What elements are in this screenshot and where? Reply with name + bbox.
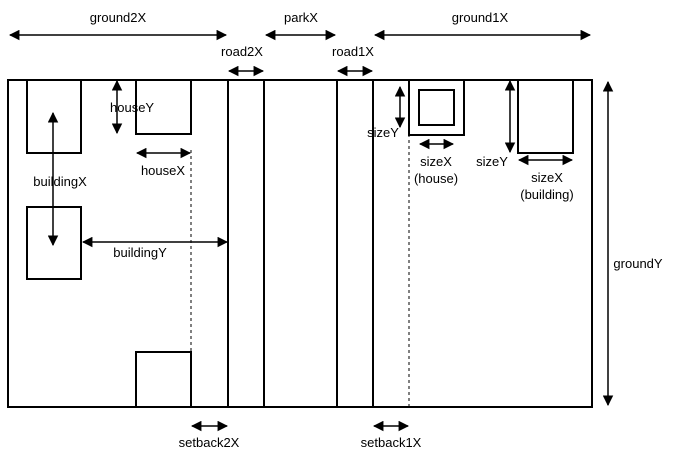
house-bottom-left: [135, 351, 192, 408]
label-road2X: road2X: [221, 44, 263, 59]
building-top-left: [26, 79, 82, 154]
label-ground1X: ground1X: [452, 10, 509, 25]
house-right: [418, 89, 455, 126]
label-sizeY-building: sizeY: [476, 154, 508, 169]
label-buildingX: buildingX: [33, 174, 87, 189]
house-lot-right: [408, 79, 465, 136]
building-mid-left: [26, 206, 82, 280]
label-sizeX-house: sizeX: [420, 154, 452, 169]
house-top-left: [135, 79, 192, 135]
label-sizeX-building: sizeX: [531, 170, 563, 185]
building-right: [517, 79, 574, 154]
label-houseX: houseX: [141, 163, 185, 178]
label-setback2X: setback2X: [179, 435, 240, 450]
label-road1X: road1X: [332, 44, 374, 59]
label-setback1X: setback1X: [361, 435, 422, 450]
label-buildingY: buildingY: [113, 245, 167, 260]
label-sizeX-house-note: (house): [414, 171, 458, 186]
label-parkX: parkX: [284, 10, 318, 25]
label-groundY: groundY: [613, 256, 662, 271]
label-ground2X: ground2X: [90, 10, 147, 25]
label-sizeY-house: sizeY: [367, 125, 399, 140]
label-sizeX-building-note: (building): [520, 187, 573, 202]
label-houseY: houseY: [110, 100, 154, 115]
ground-boundary: [7, 79, 593, 408]
